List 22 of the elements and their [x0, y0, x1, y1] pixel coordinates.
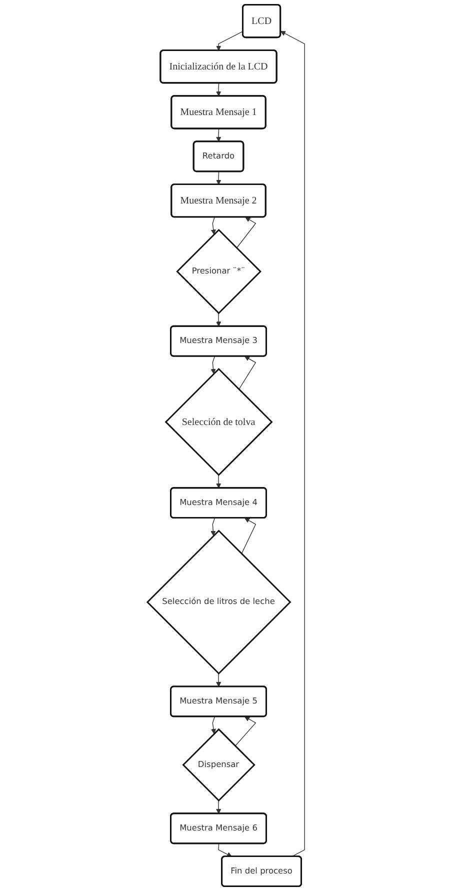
arrow — [216, 128, 222, 142]
arrow — [210, 716, 216, 734]
arrow — [241, 518, 256, 554]
arrow — [216, 171, 222, 185]
arrow — [216, 673, 222, 687]
arrow — [216, 474, 222, 488]
arrow — [236, 217, 256, 248]
arrow — [280, 31, 305, 857]
node-diamond: Presionar ¨*¨ — [176, 228, 262, 314]
node-diamond: Selección de tolva — [164, 368, 273, 476]
node-diamond: Dispensar — [182, 728, 256, 802]
arrow — [216, 30, 244, 51]
arrow — [218, 843, 232, 857]
arrow — [216, 82, 222, 96]
arrow — [210, 216, 216, 235]
arrow — [216, 800, 222, 814]
arrow — [234, 716, 256, 746]
node-diamond: Selección de litros de leche — [146, 530, 292, 675]
arrow — [238, 356, 256, 390]
arrow — [216, 312, 222, 327]
arrow — [210, 356, 216, 374]
arrow — [210, 518, 216, 536]
